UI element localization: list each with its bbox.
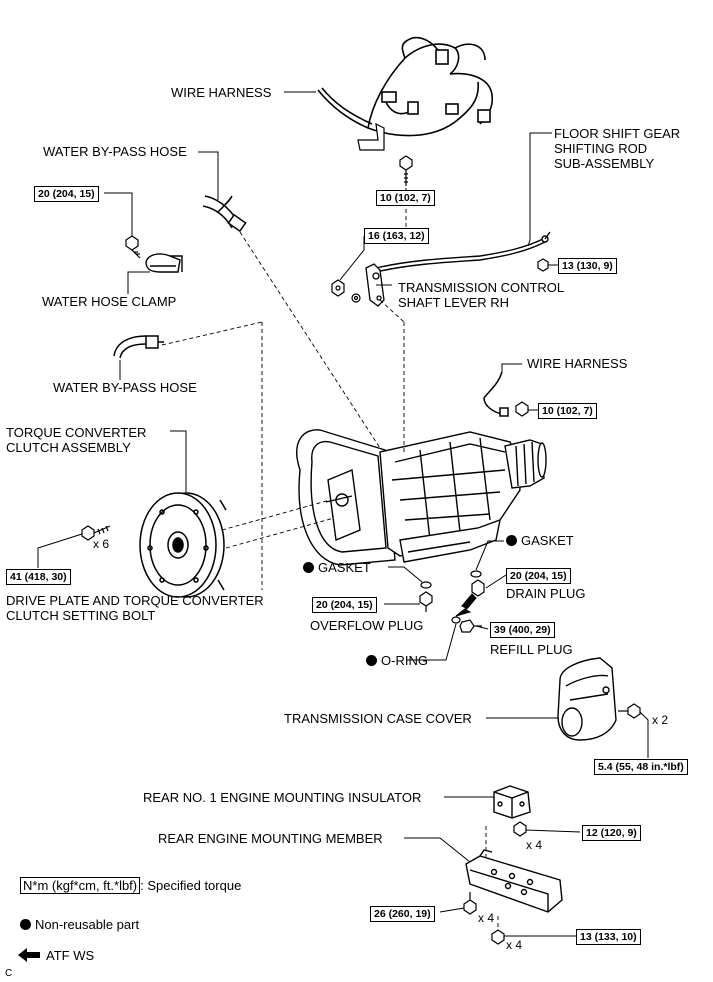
qty-member-nut: x 4 <box>506 938 523 952</box>
torque-13-rod-nut: 13 (130, 9) <box>558 258 617 274</box>
rod-nut <box>537 258 549 272</box>
torque-39-refill: 39 (400, 29) <box>490 622 555 638</box>
control-shaft-lever-drawing <box>365 263 385 307</box>
label-gasket-right: GASKET <box>506 533 574 548</box>
torque-12-insulator: 12 (120, 9) <box>582 825 641 841</box>
insulator-bolt <box>513 821 527 837</box>
torque-10-harness-right: 10 (102, 7) <box>538 403 597 419</box>
atf-arrow-pointer <box>455 593 477 617</box>
harness-bolt-right <box>515 401 529 417</box>
legend-torque-desc: : Specified torque <box>140 878 242 893</box>
torque-16-lever-nut: 16 (163, 12) <box>364 228 429 244</box>
torque-41-tc-bolt: 41 (418, 30) <box>6 569 71 585</box>
water-hose-clamp-drawing <box>145 253 183 273</box>
label-o-ring: O-RING <box>366 653 428 668</box>
qty-insulator-bolt: x 4 <box>526 838 543 852</box>
o-ring-text: O-RING <box>381 653 428 668</box>
label-rear-insulator: REAR NO. 1 ENGINE MOUNTING INSULATOR <box>143 790 422 805</box>
label-trans-case-cover: TRANSMISSION CASE COVER <box>284 711 472 726</box>
non-reusable-dot-icon <box>20 919 31 930</box>
legend-torque-unit: N*m (kgf*cm, ft.*lbf) <box>20 877 141 894</box>
label-water-bypass-hose-top: WATER BY-PASS HOSE <box>43 144 187 159</box>
label-water-bypass-hose-mid: WATER BY-PASS HOSE <box>53 380 197 395</box>
leader-lines <box>37 91 649 937</box>
cover-bolt <box>618 703 641 719</box>
drain-plug-part <box>471 579 485 597</box>
gasket-drain <box>470 570 482 578</box>
torque-26-member: 26 (260, 19) <box>370 906 435 922</box>
legend-non-reusable-text: Non-reusable part <box>35 917 140 932</box>
tc-bolt <box>81 525 111 541</box>
corner-code: C <box>5 968 13 979</box>
label-torque-converter: TORQUE CONVERTER CLUTCH ASSEMBLY <box>6 425 147 455</box>
label-drive-plate-bolt: DRIVE PLATE AND TORQUE CONVERTER CLUTCH … <box>6 593 264 623</box>
non-reusable-dot-icon <box>366 655 377 666</box>
water-bypass-hose-top-drawing <box>202 195 247 233</box>
harness-bolt-top <box>399 155 413 186</box>
qty-member-bolt: x 4 <box>478 911 495 925</box>
wire-harness-top-drawing <box>317 36 494 151</box>
lever-nut <box>331 279 345 297</box>
label-water-hose-clamp: WATER HOSE CLAMP <box>42 294 177 309</box>
torque-10-harness-top: 10 (102, 7) <box>376 190 435 206</box>
gasket-overflow <box>420 581 432 589</box>
legend-non-reusable: Non-reusable part <box>20 917 139 932</box>
qty-tc-bolt: x 6 <box>93 537 110 551</box>
floor-shift-rod-drawing <box>375 231 551 273</box>
case-cover-drawing <box>557 657 617 741</box>
label-gasket-left: GASKET <box>303 560 371 575</box>
insulator-drawing <box>493 785 531 819</box>
clamp-bolt <box>125 235 141 259</box>
gasket-left-text: GASKET <box>318 560 371 575</box>
mounting-member-drawing <box>465 849 563 913</box>
atf-arrow-icon <box>18 948 40 962</box>
wire-harness-right-drawing <box>483 371 509 417</box>
label-trans-control-lever: TRANSMISSION CONTROL SHAFT LEVER RH <box>398 280 565 310</box>
non-reusable-dot-icon <box>506 535 517 546</box>
assembly-dashed-lines <box>161 188 499 930</box>
label-refill-plug: REFILL PLUG <box>490 642 573 657</box>
torque-20-drain: 20 (204, 15) <box>506 568 571 584</box>
member-bolt <box>463 892 477 915</box>
label-rear-member: REAR ENGINE MOUNTING MEMBER <box>158 831 383 846</box>
refill-plug-part <box>459 619 482 633</box>
torque-13-member-nut: 13 (133, 10) <box>576 929 641 945</box>
water-bypass-hose-mid-drawing <box>113 335 164 359</box>
label-wire-harness-top: WIRE HARNESS <box>171 85 272 100</box>
gasket-right-text: GASKET <box>521 533 574 548</box>
overflow-plug-part <box>419 591 433 612</box>
transmission-drawing <box>296 429 547 566</box>
label-drain-plug: DRAIN PLUG <box>506 586 586 601</box>
o-ring-part <box>451 616 461 624</box>
legend-atf: ATF WS <box>18 948 94 963</box>
member-nut <box>491 929 505 945</box>
legend-torque: N*m (kgf*cm, ft.*lbf): Specified torque <box>20 877 242 894</box>
label-wire-harness-right: WIRE HARNESS <box>527 356 628 371</box>
lever-washer <box>351 293 361 303</box>
legend-atf-text: ATF WS <box>46 948 95 963</box>
qty-cover-bolt: x 2 <box>652 713 669 727</box>
torque-20-overflow: 20 (204, 15) <box>312 597 377 613</box>
torque-20-clamp: 20 (204, 15) <box>34 186 99 202</box>
non-reusable-dot-icon <box>303 562 314 573</box>
label-floor-shift-rod: FLOOR SHIFT GEAR SHIFTING ROD SUB-ASSEMB… <box>554 126 681 171</box>
torque-5-4-cover: 5.4 (55, 48 in.*lbf) <box>594 759 688 775</box>
label-overflow-plug: OVERFLOW PLUG <box>310 618 424 633</box>
torque-converter-drawing <box>139 492 227 598</box>
